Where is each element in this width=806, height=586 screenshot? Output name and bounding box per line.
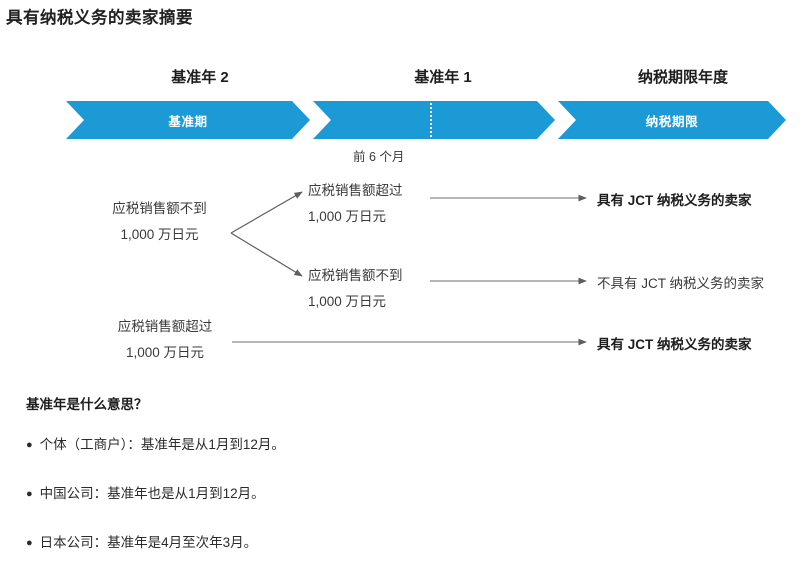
tree-node-bottom-line1: 应税销售额超过 (117, 319, 213, 334)
bullet-dot-icon: ● (26, 537, 33, 549)
tree-node-branch-down-line1: 应税销售额不到 (308, 268, 403, 283)
tree-node-branch-up: 应税销售额超过 1,000 万日元 (308, 178, 403, 230)
timeline-header-base-year-1: 基准年 1 (414, 69, 472, 86)
tree-node-branch-down: 应税销售额不到 1,000 万日元 (308, 263, 403, 315)
chevron-dotted-divider (430, 103, 432, 137)
chevron-base-period: 基准期 (66, 101, 310, 139)
page-title: 具有纳税义务的卖家摘要 (6, 9, 193, 27)
tree-node-root-line1: 应税销售额不到 (112, 201, 207, 216)
tree-outcome-liable-lower: 具有 JCT 纳税义务的卖家 (597, 337, 752, 352)
chevron-tax-period-label: 纳税期限 (645, 114, 699, 129)
prose-bullet-list: ● 个体（工商户）：基准年是从1月到12月。 ● 中国公司：基准年也是从1月到1… (26, 436, 766, 583)
list-item-text: 日本公司：基准年是4月至次年3月。 (39, 535, 258, 550)
list-item: ● 日本公司：基准年是4月至次年3月。 (26, 534, 766, 552)
prose-heading: 基准年是什么意思？ (26, 397, 148, 412)
bullet-dot-icon: ● (26, 439, 33, 451)
chevron-tax-period: 纳税期限 (558, 101, 786, 139)
list-item-text: 个体（工商户）：基准年是从1月到12月。 (39, 437, 285, 452)
list-item: ● 中国公司：基准年也是从1月到12月。 (26, 485, 766, 503)
timeline-chevron-band: 基准期 纳税期限 (0, 101, 806, 139)
list-item: ● 个体（工商户）：基准年是从1月到12月。 (26, 436, 766, 454)
tree-outcome-not-liable: 不具有 JCT 纳税义务的卖家 (597, 276, 765, 291)
list-item-text: 中国公司：基准年也是从1月到12月。 (39, 486, 265, 501)
tree-node-branch-up-line2: 1,000 万日元 (308, 209, 387, 224)
timeline-sub-label-first-six-months: 前 6 个月 (353, 150, 405, 164)
tree-node-bottom-line2: 1,000 万日元 (125, 345, 205, 360)
tree-node-branch-down-line2: 1,000 万日元 (308, 294, 387, 309)
chevron-base-period-label: 基准期 (168, 114, 208, 129)
chevron-base-year-1 (313, 101, 555, 139)
tree-node-root-line2: 1,000 万日元 (120, 227, 199, 242)
tree-node-branch-up-line1: 应税销售额超过 (308, 183, 403, 198)
timeline-header-base-year-2: 基准年 2 (171, 69, 229, 86)
tree-outcome-liable-upper: 具有 JCT 纳税义务的卖家 (597, 193, 752, 208)
tree-node-root: 应税销售额不到 1,000 万日元 (92, 196, 227, 248)
timeline-header-tax-period-year: 纳税期限年度 (637, 69, 728, 86)
tree-node-bottom: 应税销售额超过 1,000 万日元 (100, 314, 230, 366)
bullet-dot-icon: ● (26, 488, 33, 500)
